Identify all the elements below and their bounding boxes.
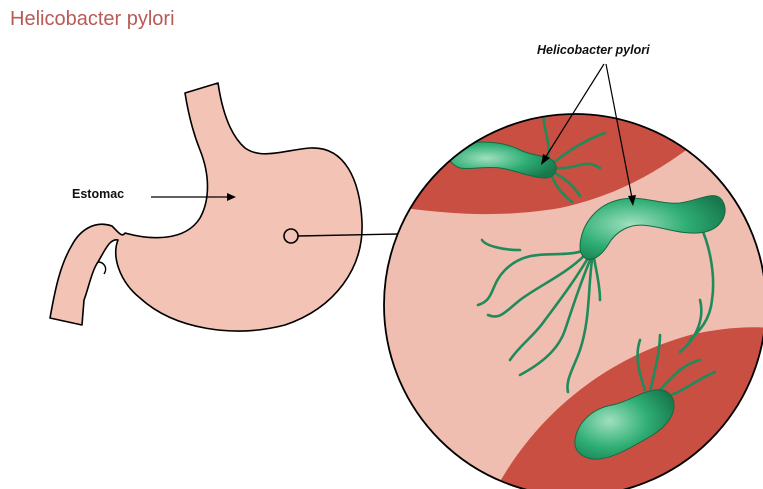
- stomach-pylorus-notch: [98, 262, 106, 274]
- stomach-shape: [50, 83, 362, 331]
- bacteria-label: Helicobacter pylori: [537, 43, 650, 57]
- stomach-label: Estomac: [72, 187, 124, 201]
- zoom-circle: [380, 110, 763, 489]
- magnifier-source-circle: [284, 229, 298, 243]
